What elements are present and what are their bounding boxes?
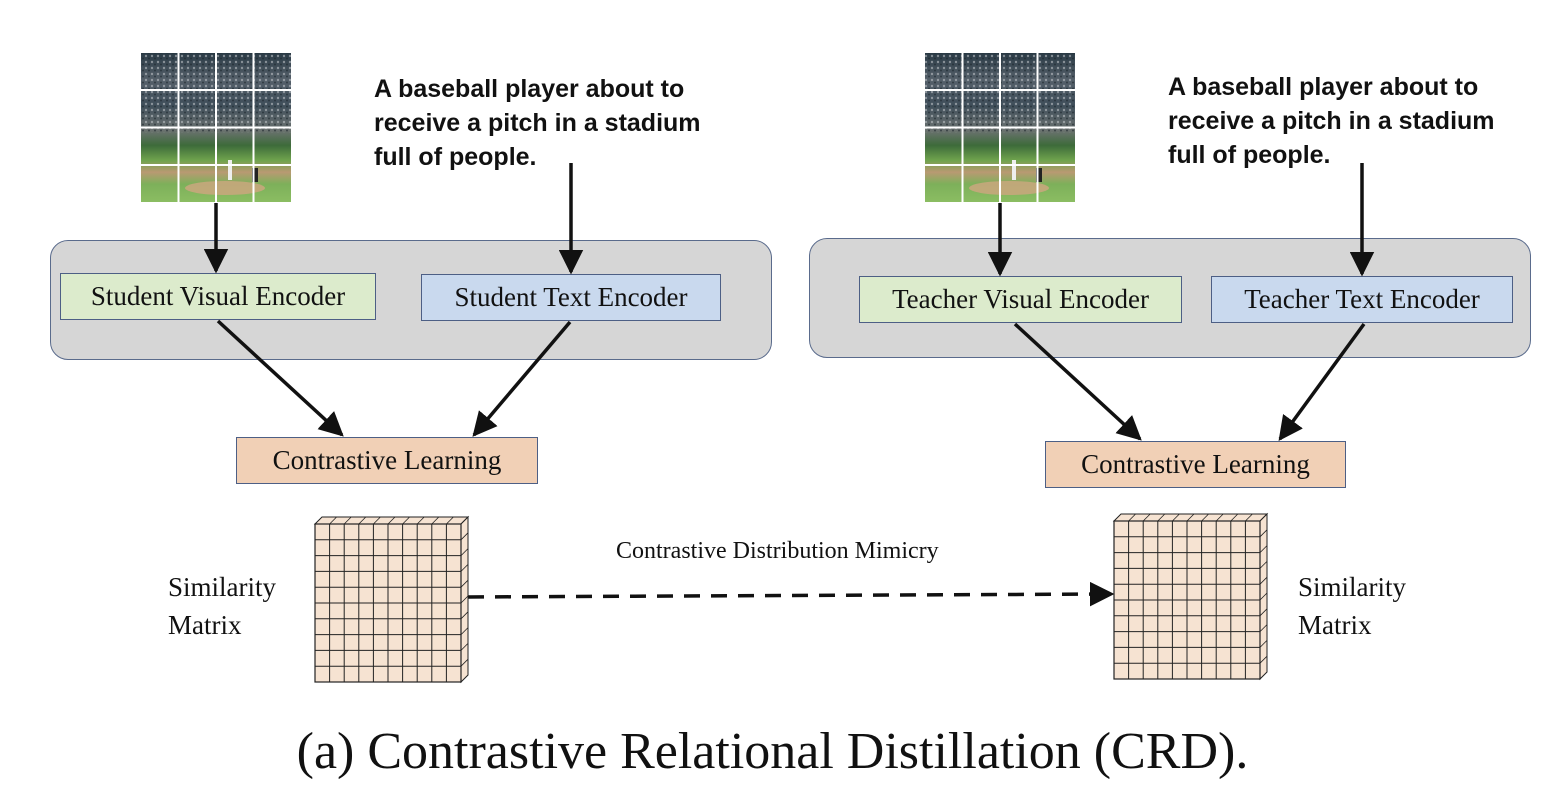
arrow-student-text-to-contrastive xyxy=(472,320,572,437)
teacher-similarity-matrix xyxy=(1112,512,1269,681)
teacher-text-encoder: Teacher Text Encoder xyxy=(1211,276,1513,323)
student-visual-encoder: Student Visual Encoder xyxy=(60,273,376,320)
mimicry-label: Contrastive Distribution Mimicry xyxy=(616,538,939,564)
teacher-sim-line-2: Matrix xyxy=(1298,610,1372,640)
student-contrastive-learning: Contrastive Learning xyxy=(236,437,538,484)
student-caption: A baseball player about to receive a pit… xyxy=(374,72,701,174)
arrow-teacher-visual-to-contrastive xyxy=(1013,322,1142,441)
teacher-caption-line-1: A baseball player about to xyxy=(1168,73,1479,101)
student-text-encoder: Student Text Encoder xyxy=(421,274,721,321)
student-caption-line-2: receive a pitch in a stadium xyxy=(374,109,701,137)
student-sim-line-1: Similarity xyxy=(168,572,276,602)
teacher-contrastive-learning: Contrastive Learning xyxy=(1045,441,1346,488)
teacher-caption: A baseball player about to receive a pit… xyxy=(1168,70,1495,172)
figure-caption: (a) Contrastive Relational Distillation … xyxy=(296,723,1249,780)
student-similarity-matrix xyxy=(313,515,470,684)
student-caption-line-3: full of people. xyxy=(374,143,537,171)
student-caption-line-1: A baseball player about to xyxy=(374,75,685,103)
teacher-caption-line-2: receive a pitch in a stadium xyxy=(1168,107,1495,135)
student-sim-line-2: Matrix xyxy=(168,610,242,640)
teacher-caption-line-3: full of people. xyxy=(1168,141,1331,169)
arrow-student-visual-to-contrastive xyxy=(216,319,344,437)
teacher-sim-line-1: Similarity xyxy=(1298,572,1406,602)
arrow-teacher-text-to-contrastive xyxy=(1278,322,1366,441)
teacher-similarity-label: Similarity Matrix xyxy=(1298,568,1406,644)
student-similarity-label: Similarity Matrix xyxy=(168,568,276,644)
teacher-image xyxy=(925,53,1075,202)
teacher-visual-encoder: Teacher Visual Encoder xyxy=(859,276,1182,323)
student-image xyxy=(141,53,291,202)
mimicry-dashed-arrow xyxy=(467,581,1115,607)
